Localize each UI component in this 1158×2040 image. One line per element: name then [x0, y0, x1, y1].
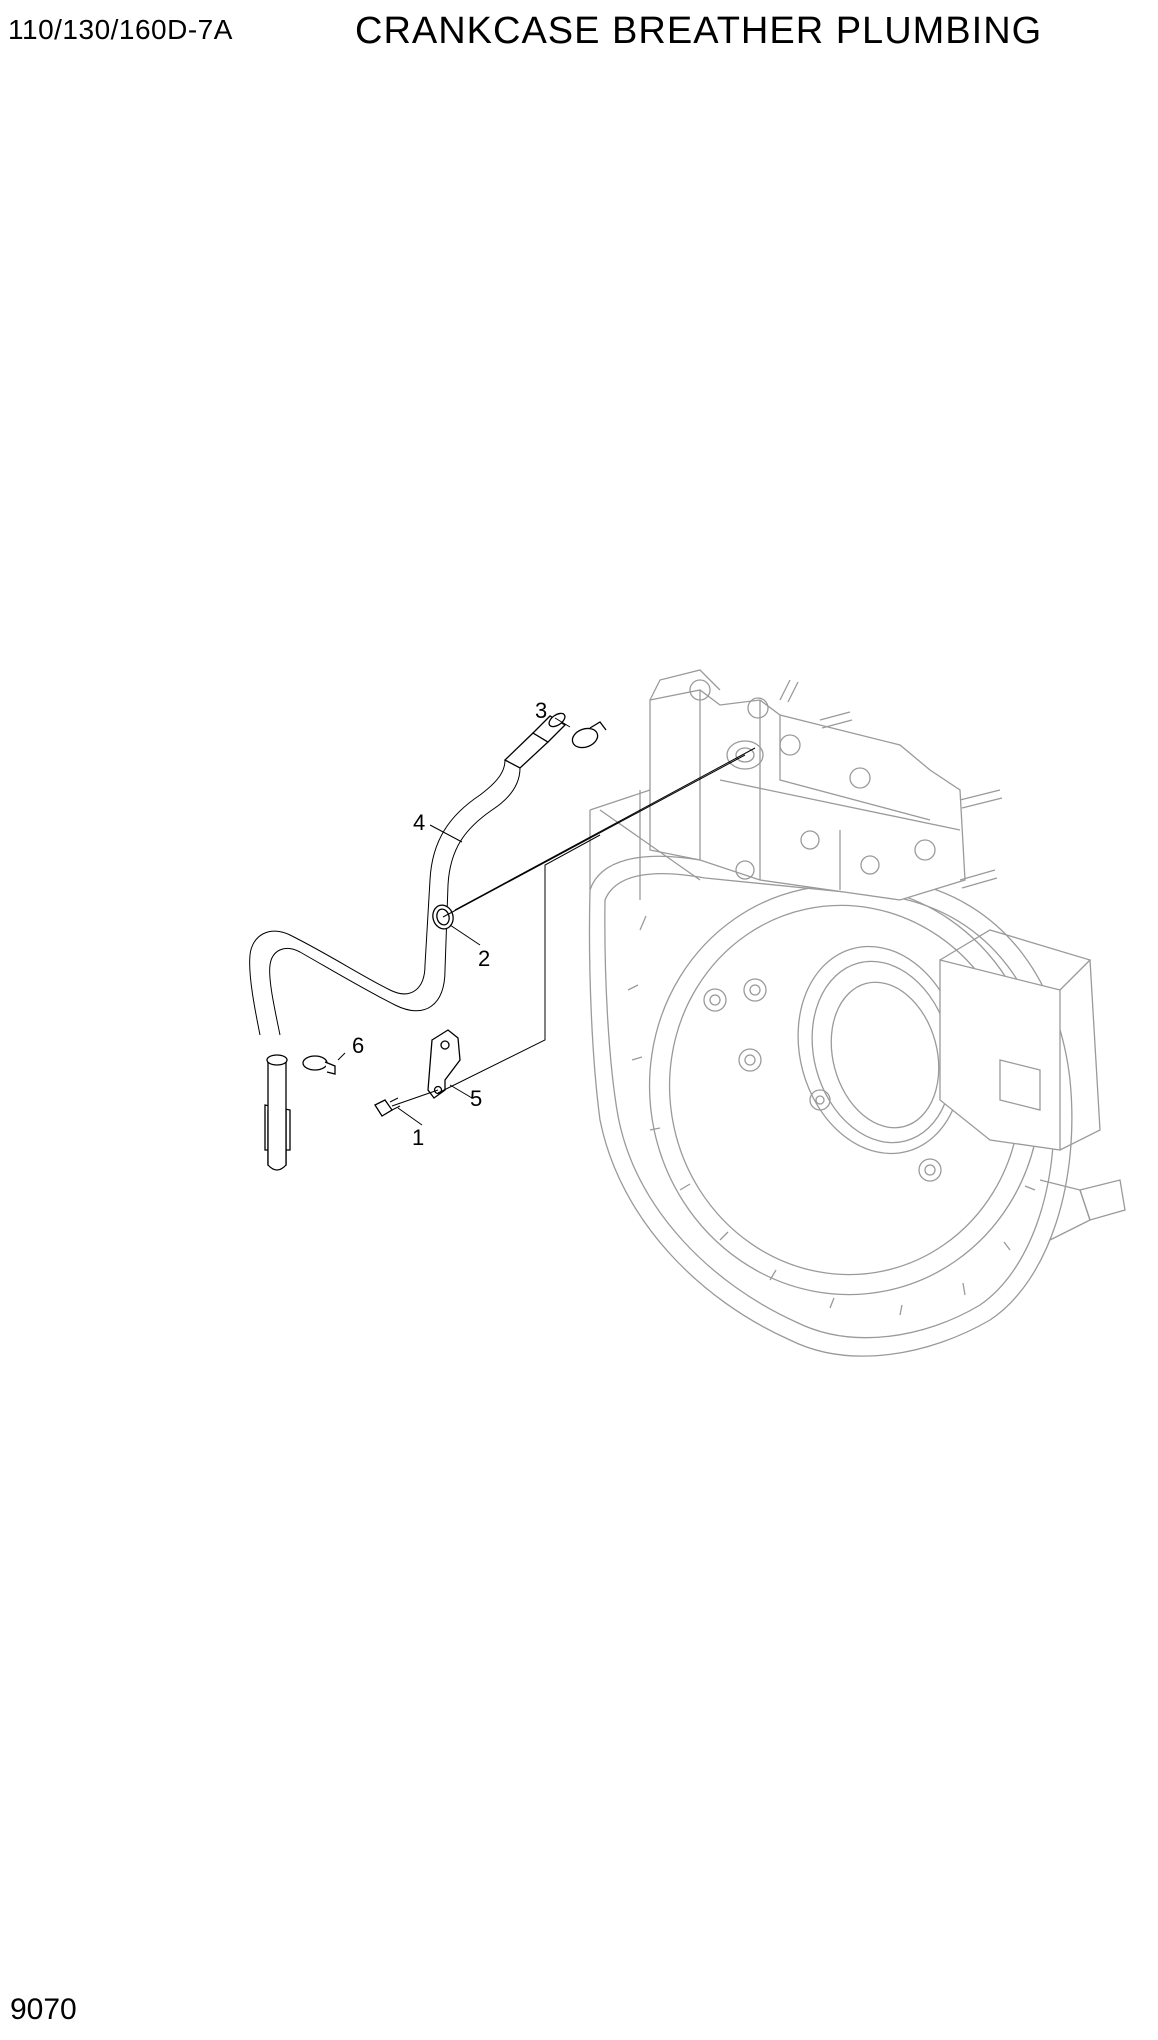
breather-tube: [249, 712, 567, 1171]
callout-6: 6: [352, 1033, 364, 1058]
tube-bracket: [427, 1029, 461, 1099]
engine-crankcase-block: [589, 669, 1003, 901]
page-number: 9070: [10, 1993, 77, 2026]
callout-leaders: [337, 717, 571, 1126]
model-number: 110/130/160D-7A: [8, 14, 233, 45]
upper-clamp: [571, 721, 607, 749]
engine-flywheel-housing: [588, 855, 1126, 1357]
callout-4: 4: [413, 810, 425, 835]
hose-clamp: [302, 1055, 336, 1075]
callout-5: 5: [470, 1086, 482, 1111]
assembly-lines: [391, 747, 756, 1107]
page-title: CRANKCASE BREATHER PLUMBING: [355, 10, 1043, 52]
callout-3: 3: [535, 698, 547, 723]
callout-2: 2: [478, 946, 490, 971]
callout-1: 1: [412, 1125, 424, 1150]
bolt: [374, 1097, 401, 1117]
